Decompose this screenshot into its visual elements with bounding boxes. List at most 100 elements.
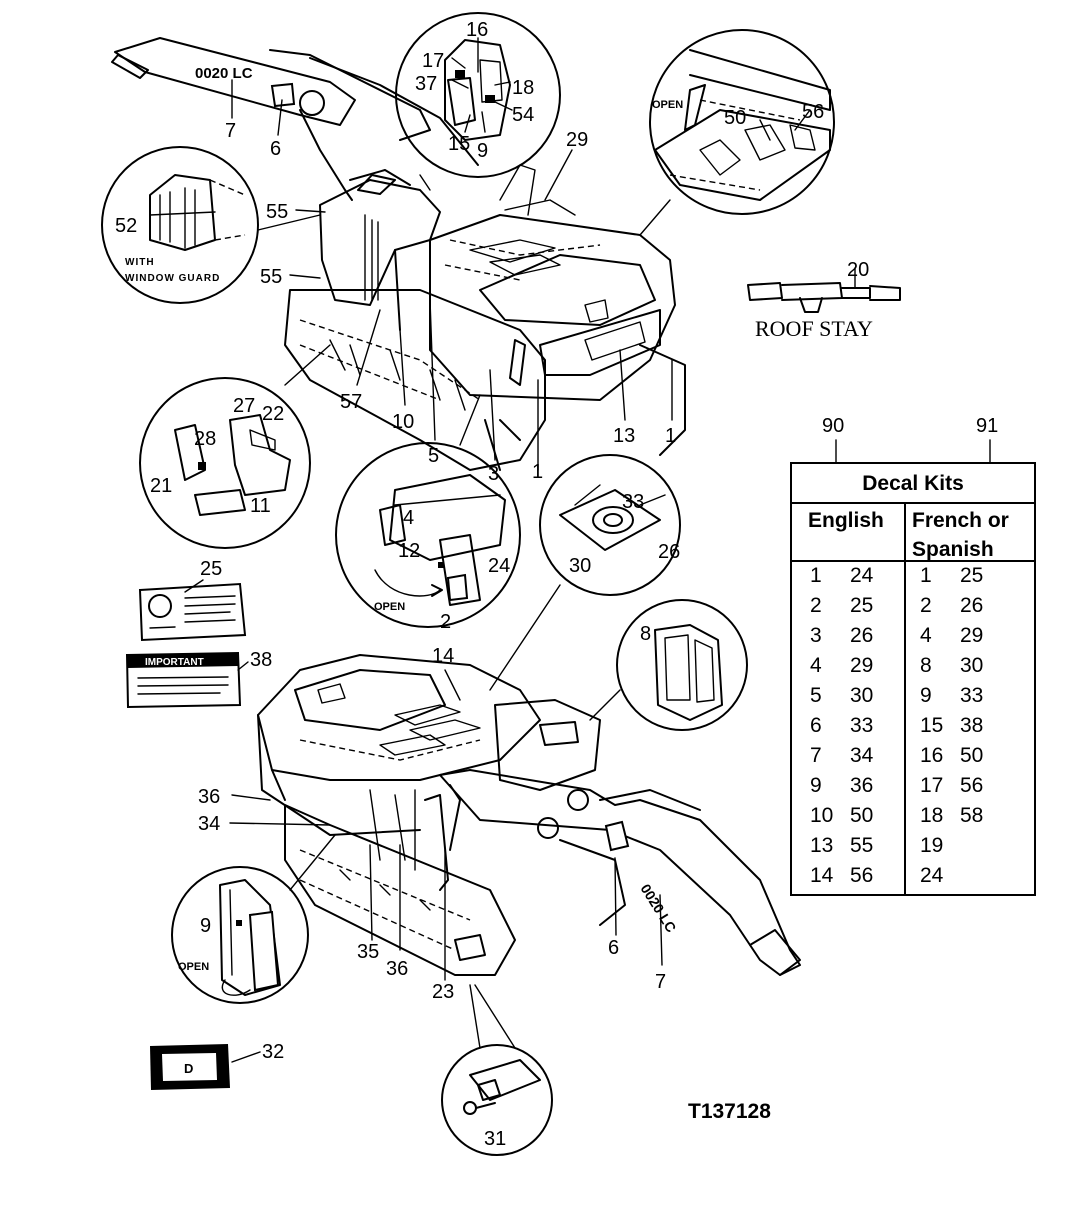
callout-36: 36 [198,786,220,808]
kit-part-number: 26 [960,594,984,617]
open-label-top: OPEN [652,99,683,111]
callout-57: 57 [340,391,362,413]
excavator-bottom: 0020 LC [257,654,801,976]
callout-1b: 1 [532,461,543,483]
kit-row: 19 [920,834,1030,864]
callout-55b: 55 [260,266,282,288]
kit-part-number: 1 [810,564,822,587]
callout-10: 10 [392,411,414,433]
kit-part-number: 8 [920,654,932,677]
kit-part-number: 17 [920,774,944,797]
callout-1: 1 [665,425,676,447]
kit-part-number: 24 [920,864,944,887]
kit-part-number: 50 [960,744,984,767]
callout-33: 33 [622,491,644,513]
callout-38: 38 [250,649,272,671]
callout-8: 8 [640,623,651,645]
english-header: English [808,509,884,532]
kit-part-number: 24 [850,564,874,587]
important-decal: IMPORTANT [125,651,242,709]
decal-32-mark: D [184,1061,193,1076]
callout-27: 27 [233,395,255,417]
callout-17: 17 [422,50,444,72]
callout-52: 52 [115,215,137,237]
callout-22: 22 [262,403,284,425]
callout-6: 6 [270,138,281,160]
kit-part-number: 29 [850,654,874,677]
callout-23: 23 [432,981,454,1003]
kit-part-number: 2 [810,594,822,617]
callout-90: 90 [822,415,844,437]
callout-13: 13 [613,425,635,447]
excavator-top: 0020 LC [111,37,686,471]
kit-part-number: 1 [920,564,932,587]
callout-7b: 7 [655,971,666,993]
callout-6b: 6 [608,937,619,959]
kit-part-number: 16 [920,744,944,767]
detail-rear-window [589,599,748,731]
callout-29: 29 [566,129,588,151]
kit-part-number: 10 [810,804,834,827]
kit-row: 2 26 [920,594,1030,624]
kit-part-number: 9 [920,684,932,707]
french-header-line2: Spanish [912,538,994,561]
kit-part-number: 30 [850,684,874,707]
kit-part-number: 6 [810,714,822,737]
callout-14: 14 [432,645,454,667]
callout-2: 2 [440,611,451,633]
important-label: IMPORTANT [145,657,204,668]
with-label: WITH [125,257,155,268]
kit-part-number: 4 [920,624,932,647]
roof-stay-label: ROOF STAY [755,316,873,341]
kit-row: 1 24 [810,564,900,594]
kit-part-number: 25 [850,594,874,617]
callout-55: 55 [266,201,288,223]
decal-32: D [150,1044,230,1090]
callout-91: 91 [976,415,998,437]
callout-7: 7 [225,120,236,142]
callout-4: 4 [403,507,414,529]
callout-31: 31 [484,1128,506,1150]
kit-table-title: Decal Kits [862,472,964,495]
kit-part-number: 55 [850,834,874,857]
kit-part-number: 29 [960,624,984,647]
detail-cab-step [139,344,331,549]
open-label-bottom: OPEN [178,961,209,973]
kit-part-number: 34 [850,744,874,767]
callout-5: 5 [428,445,439,467]
callout-9b: 9 [200,915,211,937]
callout-9: 9 [477,140,488,162]
kit-table-divider-header [792,560,1034,562]
detail-cab-interior [395,12,561,191]
detail-hood-decal [489,454,681,691]
callout-30: 30 [569,555,591,577]
kit-part-number: 15 [920,714,944,737]
kit-part-number: 19 [920,834,944,857]
detail-window-guard: WITH WINDOW GUARD [101,146,321,304]
kit-part-number: 2 [920,594,932,617]
callout-18: 18 [512,77,534,99]
callout-16: 16 [466,19,488,41]
boom-decal-text-top: 0020 LC [195,65,253,82]
kit-part-number: 58 [960,804,984,827]
callout-34: 34 [198,813,220,835]
callout-36b: 36 [386,958,408,980]
kit-part-number: 5 [810,684,822,707]
detail-side-door: OPEN [171,834,336,1004]
kit-table-divider-vertical [904,502,906,894]
kit-row: 4 29 [920,624,1030,654]
french-header-line1: French or [912,509,1009,532]
callout-3: 3 [488,463,499,485]
callout-28: 28 [194,428,216,450]
roof-stay-detail: ROOF STAY [747,267,901,341]
callout-11: 11 [250,495,271,517]
kit-part-number: 14 [810,864,834,887]
